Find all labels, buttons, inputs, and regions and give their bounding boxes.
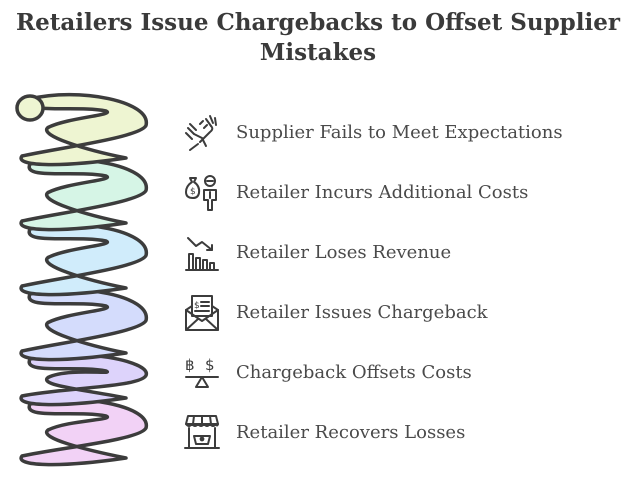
svg-text:$: $ [190,187,196,197]
step-1-label: Supplier Fails to Meet Expectations [236,121,563,143]
broken-fork-icon [185,115,217,151]
step-5-label: Chargeback Offsets Costs [236,361,472,383]
step-3: Retailer Loses Revenue [180,228,451,276]
coil-end-cap [15,94,45,122]
step-4-label: Retailer Issues Chargeback [236,301,488,323]
coil-band-3 [19,222,148,297]
svg-text:$: $ [194,301,200,311]
envelope-invoice-icon: $ [185,295,219,331]
storefront-icon [184,415,220,449]
coil-band-5 [19,352,148,407]
step-6-label: Retailer Recovers Losses [236,421,466,443]
title-line-2: Mistakes [259,39,377,66]
step-1: Supplier Fails to Meet Expectations [180,108,563,156]
step-5: ฿ $ Chargeback Offsets Costs [180,348,472,396]
svg-text:฿: ฿ [185,356,195,374]
coil-band-1 [19,92,148,167]
title-line-1: Retailers Issue Chargebacks to Offset Su… [16,9,620,36]
step-2-label: Retailer Incurs Additional Costs [236,181,529,203]
coil-band-4 [19,287,148,362]
step-3-label: Retailer Loses Revenue [236,241,452,263]
step-2: $ Retailer Incurs Additional Costs [180,168,528,216]
coil-band-2 [19,157,148,232]
money-bag-person-icon: $ [185,175,217,211]
page-title: Retailers Issue Chargebacks to Offset Su… [0,8,636,68]
coil-band-6 [19,397,148,467]
declining-chart-icon [185,237,219,271]
svg-text:$: $ [205,356,215,374]
step-4: $ Retailer Issues Chargeback [180,288,488,336]
step-6: Retailer Recovers Losses [180,408,465,456]
currency-balance-icon: ฿ $ [185,356,219,388]
